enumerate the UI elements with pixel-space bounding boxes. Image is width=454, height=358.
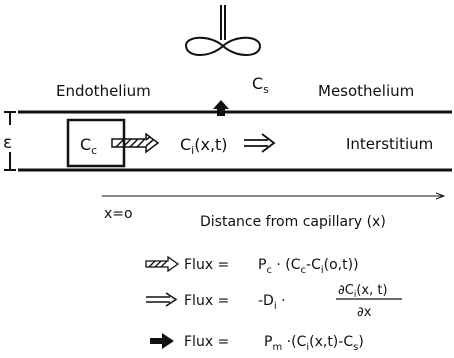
hatched-arrow-icon [111, 132, 160, 154]
endothelium-label: Endothelium [56, 82, 151, 100]
mesothelium-label: Mesothelium [318, 82, 414, 100]
capillary-box [66, 118, 126, 168]
ci-label: Ci(x,t) [180, 135, 228, 157]
distance-label: Distance from capillary (x) [200, 214, 386, 230]
flux-label-2: Flux = [184, 293, 229, 309]
interstitium-label: Interstitium [346, 135, 433, 153]
hatched-arrow-legend-icon [145, 255, 180, 273]
flux-equation-2-numerator: ∂Ci(x, t) [338, 283, 388, 300]
solid-arrow-up-icon [213, 100, 229, 116]
flux-equation-2-prefix: -Di · [258, 293, 286, 312]
thickness-bracket [4, 111, 16, 171]
flux-label-3: Flux = [184, 334, 229, 350]
flux-equation-2-denominator: ∂x [357, 305, 372, 320]
cc-label: Cc [80, 135, 97, 157]
flux-label-1: Flux = [184, 257, 229, 273]
epsilon-label: ε [3, 133, 12, 153]
flux-equation-1: Pc · (Cc-Ci(o,t)) [258, 257, 359, 276]
stirrer-icon [185, 5, 262, 56]
double-arrow-icon [244, 133, 276, 153]
x-origin-label: x=o [104, 206, 133, 222]
cs-label: Cs [252, 74, 269, 96]
flux-equation-3: Pm ·(Ci(x,t)-Cs) [264, 334, 364, 353]
solid-arrow-legend-icon [150, 333, 174, 349]
distance-axis-arrowhead [435, 192, 446, 200]
double-arrow-legend-icon [146, 292, 178, 307]
